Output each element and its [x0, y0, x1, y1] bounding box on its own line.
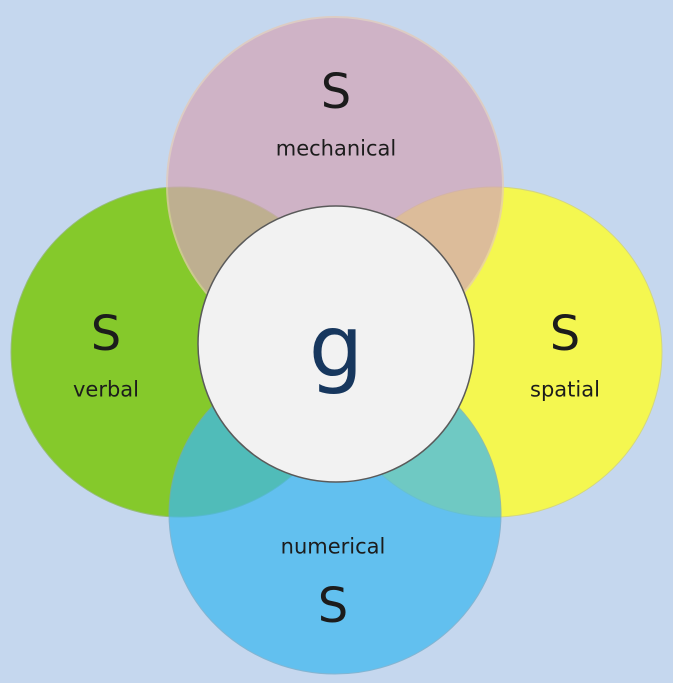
- g-label: g: [308, 297, 364, 397]
- g-center-circle: [197, 205, 475, 483]
- numerical-s-label: S: [317, 578, 349, 634]
- numerical-label: numerical: [280, 534, 386, 559]
- mechanical-s-label: S: [320, 64, 352, 120]
- verbal-s-label: S: [90, 306, 122, 362]
- mechanical-label: mechanical: [275, 136, 397, 161]
- spatial-label: spatial: [530, 377, 600, 402]
- verbal-label: verbal: [72, 377, 140, 402]
- spatial-s-label: S: [549, 306, 581, 362]
